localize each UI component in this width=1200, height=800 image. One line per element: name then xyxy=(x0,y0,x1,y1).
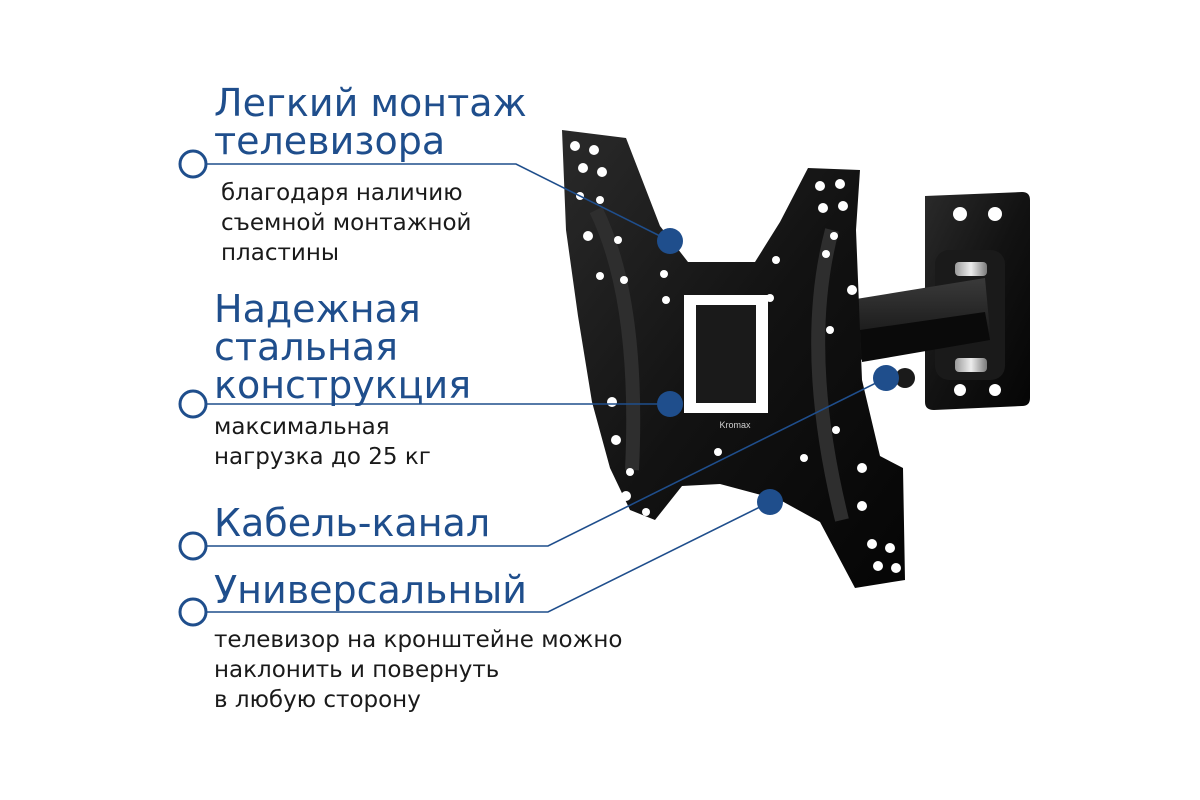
feature-desc-easy-mount: благодаря наличию съемной монтажной плас… xyxy=(221,180,472,266)
bullet-circle-3 xyxy=(178,531,208,561)
swing-arm xyxy=(850,278,990,388)
tv-mounting-plate: Kromax xyxy=(562,130,905,588)
target-dot-mounting-plate xyxy=(657,228,683,254)
bullet-circle-1 xyxy=(178,149,208,179)
brand-mark: Kromax xyxy=(719,420,751,430)
target-dot-swivel xyxy=(757,489,783,515)
callout-line-4 xyxy=(206,501,771,613)
bullet-circle-2 xyxy=(178,389,208,419)
feature-title-easy-mount: Легкий монтаж телевизора xyxy=(214,81,527,163)
feature-title-steel-structure: Надежная стальная конструкция xyxy=(214,287,472,407)
bullet-circle-4 xyxy=(178,597,208,627)
feature-title-universal: Универсальный xyxy=(214,568,527,612)
callout-line-3 xyxy=(206,377,887,547)
feature-desc-steel-structure: максимальная нагрузка до 25 кг xyxy=(214,414,431,470)
target-dot-cable-channel xyxy=(873,365,899,391)
callout-lines xyxy=(206,163,887,613)
callout-line-1 xyxy=(206,163,671,242)
feature-title-cable-channel: Кабель-канал xyxy=(214,501,491,545)
target-dot-steel-structure xyxy=(657,391,683,417)
feature-desc-universal: телевизор на кронштейне можно наклонить … xyxy=(214,627,623,713)
